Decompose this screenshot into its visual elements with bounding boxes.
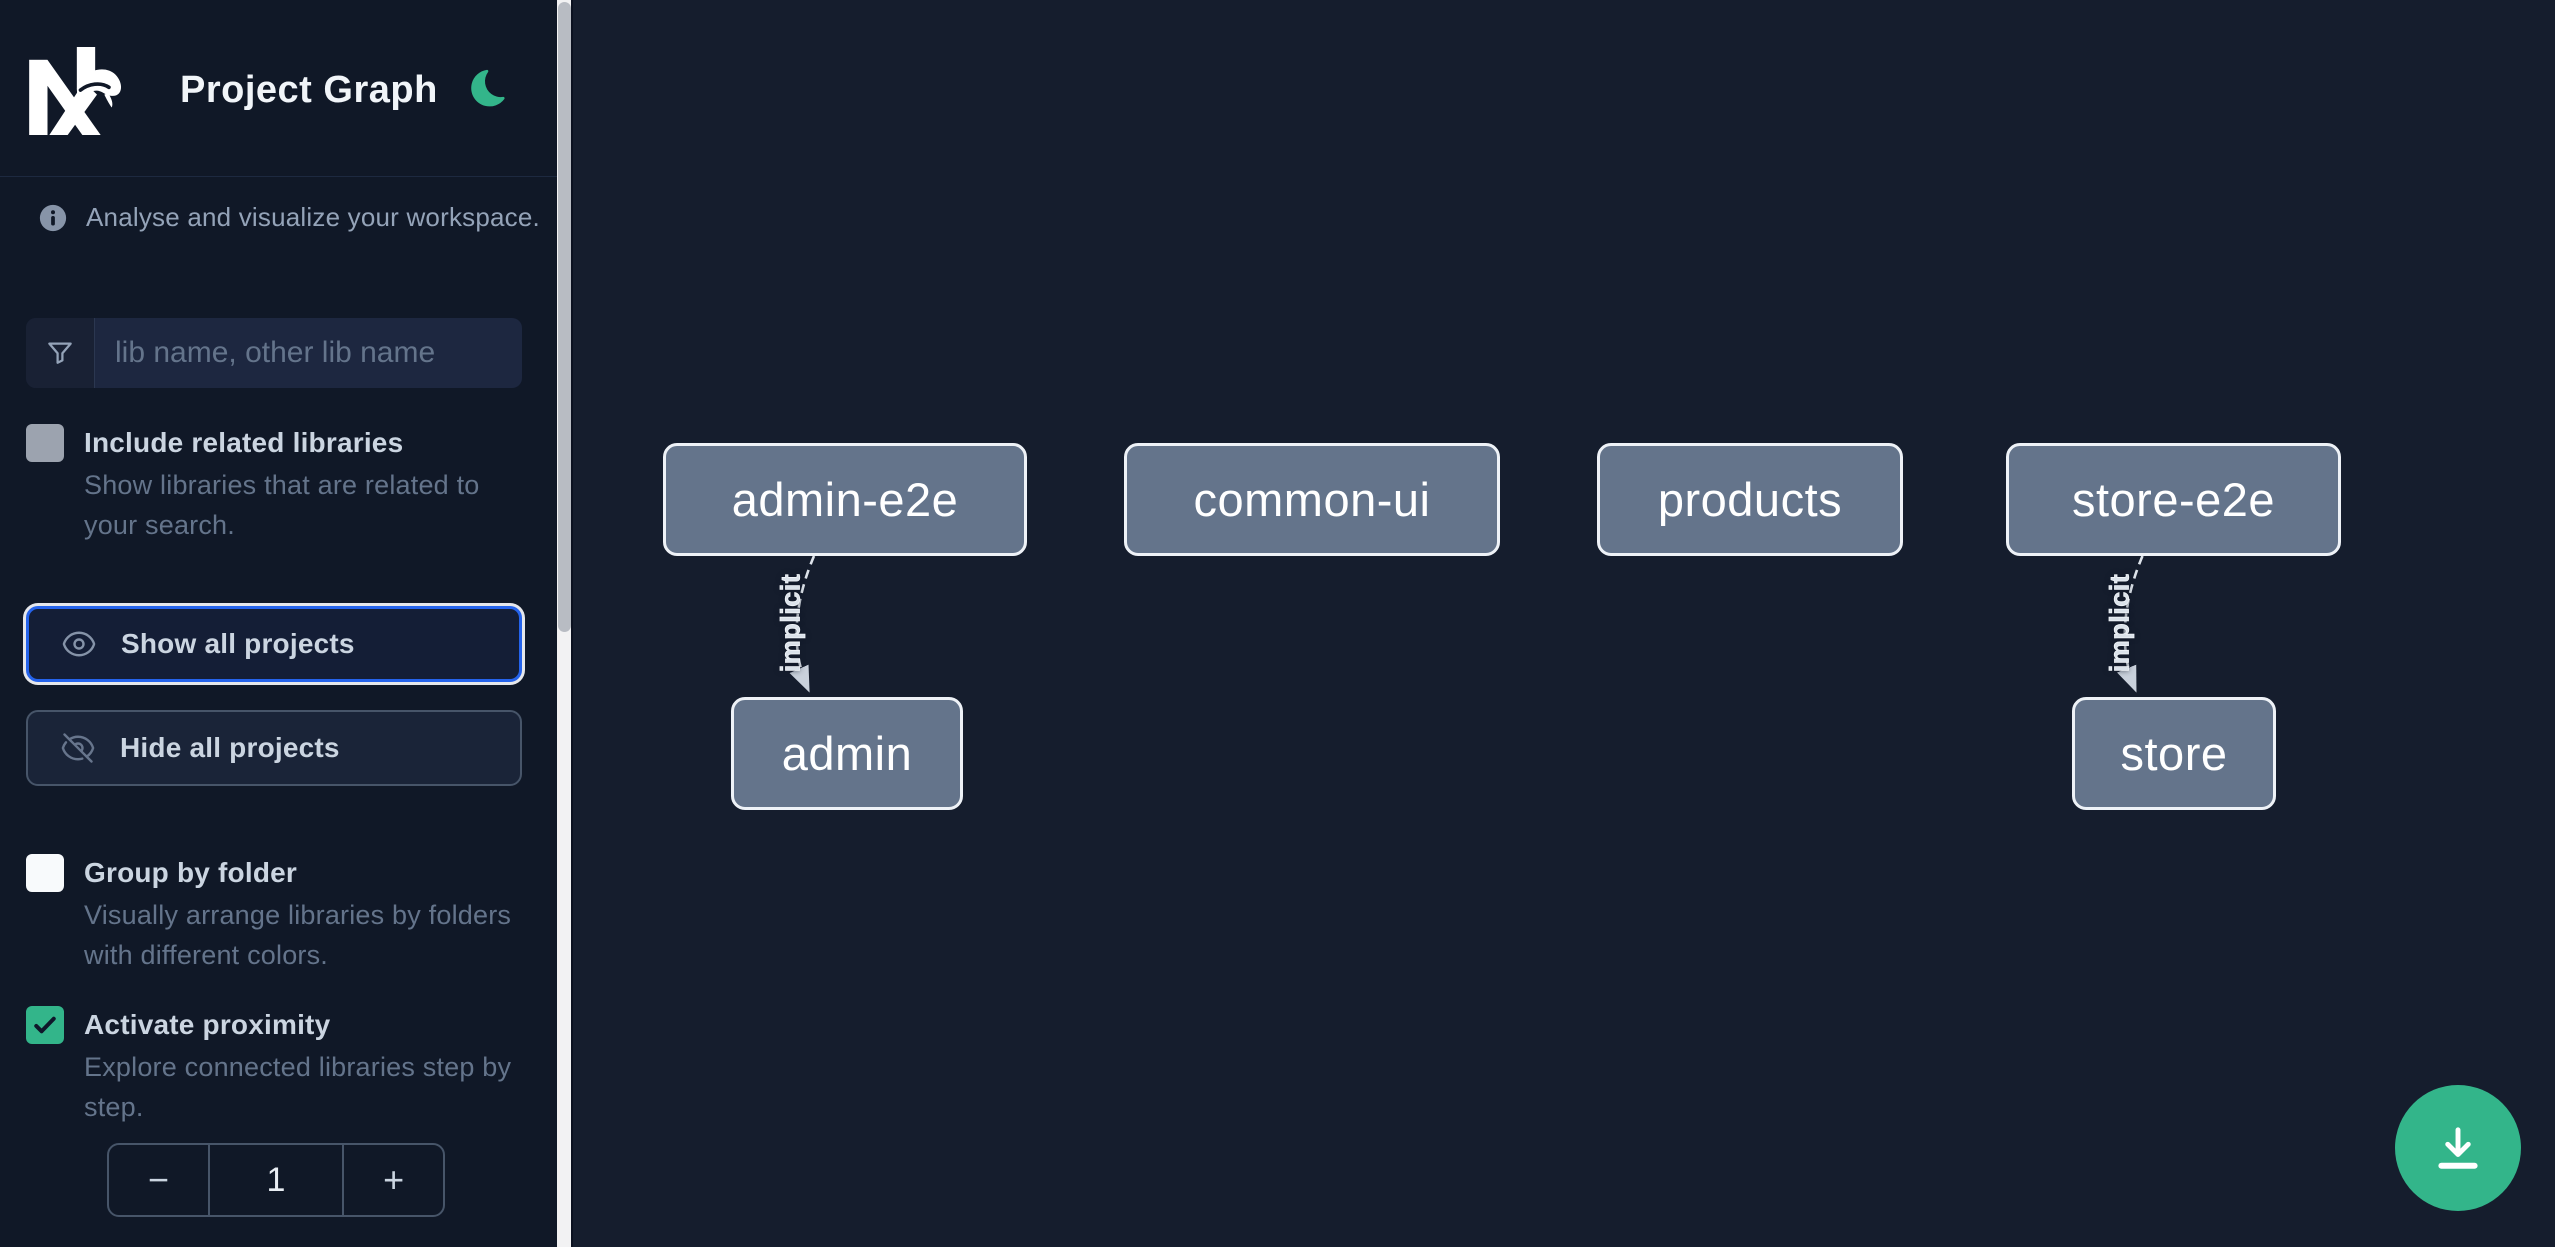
edge-label-implicit: implicit <box>2104 573 2135 672</box>
option-label: Activate proximity <box>84 1009 331 1040</box>
download-icon <box>2438 1127 2478 1169</box>
moon-icon <box>471 69 505 106</box>
eye-icon <box>62 631 96 657</box>
graph-node-admin[interactable]: admin <box>731 697 963 810</box>
filter-input-group <box>26 318 522 388</box>
show-all-projects-label: Show all projects <box>121 628 355 659</box>
search-input[interactable] <box>95 318 522 388</box>
hide-all-projects-label: Hide all projects <box>120 732 340 763</box>
option-description: Explore connected libraries step by step… <box>84 1052 512 1122</box>
graph-node-admin-e2e[interactable]: admin-e2e <box>663 443 1027 556</box>
include-related-checkbox[interactable] <box>26 424 64 462</box>
sidebar: Project Graph Analyse and visualize your… <box>0 0 557 1247</box>
option-include-related: Include related libraries Show libraries… <box>26 421 531 545</box>
activate-proximity-checkbox[interactable] <box>26 1006 64 1044</box>
increment-button[interactable]: + <box>344 1145 443 1215</box>
graph-node-common-ui[interactable]: common-ui <box>1124 443 1500 556</box>
eye-slash-icon <box>61 733 95 763</box>
proximity-depth-stepper: − 1 + <box>107 1143 445 1217</box>
sidebar-scrollbar-thumb[interactable] <box>558 2 571 632</box>
checkmark-icon <box>34 1016 56 1034</box>
show-all-projects-button[interactable]: Show all projects <box>26 606 522 682</box>
proximity-depth-value[interactable]: 1 <box>207 1145 345 1215</box>
option-description: Visually arrange libraries by folders wi… <box>84 900 512 970</box>
group-by-folder-checkbox[interactable] <box>26 854 64 892</box>
edge-admin-e2e-admin <box>789 555 816 693</box>
nx-logo <box>29 47 122 135</box>
graph-node-store[interactable]: store <box>2072 697 2276 810</box>
decrement-button[interactable]: − <box>109 1145 208 1215</box>
option-group-by-folder: Group by folder Visually arrange librari… <box>26 851 531 975</box>
edge-label-implicit: implicit <box>775 573 806 672</box>
hide-all-projects-button[interactable]: Hide all projects <box>26 710 522 786</box>
theme-toggle-button[interactable] <box>462 64 514 116</box>
option-description: Show libraries that are related to your … <box>84 470 480 540</box>
info-icon <box>39 204 67 231</box>
graph-node-products[interactable]: products <box>1597 443 1903 556</box>
edge-store-e2e-store <box>2116 555 2144 693</box>
filter-icon <box>48 342 72 364</box>
workspace-subtitle: Analyse and visualize your workspace. <box>86 202 540 232</box>
filter-icon-cell <box>26 318 95 388</box>
graph-node-store-e2e[interactable]: store-e2e <box>2006 443 2341 556</box>
page-title: Project Graph <box>180 69 438 111</box>
sidebar-scrollbar-track <box>557 0 573 1247</box>
sidebar-header: Project Graph <box>0 0 557 177</box>
option-activate-proximity: Activate proximity Explore connected lib… <box>26 1003 531 1127</box>
option-label: Group by folder <box>84 857 297 888</box>
workspace-info: Analyse and visualize your workspace. <box>38 202 540 233</box>
option-label: Include related libraries <box>84 427 404 458</box>
download-graph-button[interactable] <box>2395 1085 2521 1211</box>
